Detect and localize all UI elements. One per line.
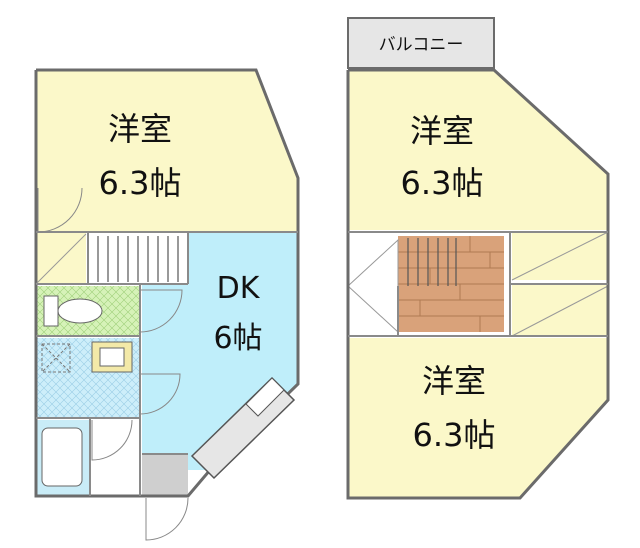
toilet-icon bbox=[43, 295, 103, 327]
western-room-1f-area bbox=[36, 70, 298, 232]
washbasin-icon bbox=[91, 341, 133, 373]
dk-size: 6帖 bbox=[213, 321, 262, 356]
stairs-lines-2f bbox=[407, 238, 457, 286]
closet-diagonal bbox=[35, 233, 87, 285]
door-swing-wash bbox=[139, 373, 181, 415]
outer-wall-2f bbox=[346, 68, 610, 500]
western-room-2f-top-size: 6.3帖 bbox=[401, 164, 484, 202]
door-swing-toilet bbox=[139, 289, 183, 333]
landing-diagonals bbox=[347, 231, 609, 337]
balcony-area bbox=[347, 17, 495, 69]
western-room-1f-name: 洋室 bbox=[108, 110, 172, 148]
kitchen-counter bbox=[190, 376, 296, 480]
dk-name: DK bbox=[217, 271, 261, 306]
western-room-1f-size: 6.3帖 bbox=[99, 164, 182, 202]
bathtub-icon bbox=[41, 427, 83, 487]
western-room-2f-top-area bbox=[348, 70, 608, 230]
door-swing-bath bbox=[91, 419, 133, 461]
western-room-2f-bottom-size: 6.3帖 bbox=[413, 416, 496, 454]
western-room-2f-bottom-area bbox=[348, 338, 608, 498]
door-swing-western-1f bbox=[37, 187, 83, 233]
stairs-lines-1f bbox=[97, 236, 179, 282]
western-room-2f-top-name: 洋室 bbox=[410, 112, 474, 150]
floor-1: 洋室 6.3帖 DK 6帖 bbox=[34, 68, 300, 541]
door-swing-entrance bbox=[145, 497, 189, 541]
interior-walls-2f bbox=[348, 231, 608, 337]
flooring-boards bbox=[398, 236, 504, 332]
western-room-2f-bottom-name: 洋室 bbox=[422, 362, 486, 400]
interior-walls-1f bbox=[36, 231, 298, 496]
washer-space-icon bbox=[41, 343, 71, 373]
entrance-area bbox=[142, 454, 188, 496]
balcony-label: バルコニー bbox=[379, 35, 464, 55]
floor-2: バルコニー bbox=[346, 17, 610, 500]
